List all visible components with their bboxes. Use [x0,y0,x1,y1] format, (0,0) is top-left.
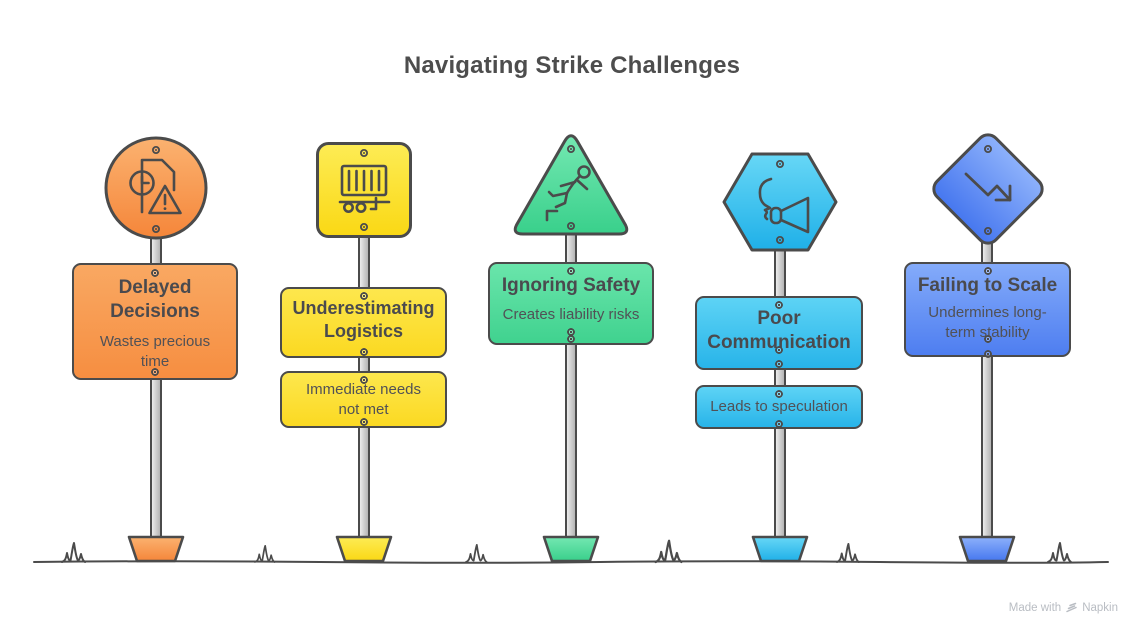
rivet [776,159,785,245]
hexagon-sign-head [722,152,838,252]
board-subtitle: Immediate needs not met [305,381,422,419]
rivet [359,348,368,356]
board-subtitle: Undermines long-term stability [928,303,1047,342]
sign-base [751,535,809,563]
rivet [775,420,783,428]
ground-line [33,539,1109,564]
board-title: Ignoring Safety [501,275,641,296]
sign-base [958,535,1016,563]
sign-board-title: Poor Communication [695,296,863,370]
rivet [567,328,575,336]
watermark: Made with Napkin [1009,601,1118,614]
board-title: Underestimating Logistics [292,298,435,341]
rivet [567,267,575,275]
rivet [983,335,992,343]
rivet [359,418,368,426]
rivet [359,292,368,300]
rivet [152,145,161,234]
board-title: Poor Communication [707,308,851,353]
sign-board-subtitle: Immediate needs not met [280,371,447,428]
rivet [983,350,992,358]
board-subtitle: Creates liability risks [502,305,640,323]
sign-board: Failing to Scale Undermines long-term st… [904,262,1071,358]
cargo-container-trailer-icon [338,164,391,213]
circle-sign-head [104,136,208,240]
rivet [775,346,783,354]
square-sign-head [316,142,412,238]
sign-board-subtitle: Leads to speculation [695,385,863,429]
rivet [984,144,993,236]
rivet [567,335,575,343]
rivet [151,269,159,277]
rivet [360,148,369,232]
board-title: Delayed Decisions [110,277,200,322]
sign-base [127,535,185,563]
rivet [775,360,783,368]
page-title: Navigating Strike Challenges [403,52,741,79]
rivet [775,301,783,309]
rivet [151,368,159,376]
megaphone-speaker-icon [758,177,810,234]
declining-zigzag-arrow-icon [964,172,1012,202]
slipping-person-icon [545,165,591,222]
sign-base [335,535,393,563]
sign-board: Delayed Decisions Wastes precious time [72,263,238,380]
rivet [775,390,783,398]
watermark-text: Made with [1008,601,1062,614]
board-subtitle: Leads to speculation [710,397,848,415]
board-title: Failing to Scale [917,275,1058,296]
sign-board: Ignoring Safety Creates liability risks [488,262,654,345]
board-subtitle: Wastes precious time [99,332,211,371]
napkin-logo-icon [1066,602,1077,613]
watermark-brand: Napkin [1082,601,1118,614]
rivet [983,267,992,275]
rivet [567,144,576,231]
document-deadline-warning-icon [129,158,182,215]
sign-base [542,535,600,563]
triangle-sign-head [513,134,629,236]
rivet [359,376,368,384]
sign-board-title: Underestimating Logistics [280,287,447,358]
diamond-sign-head [932,133,1044,245]
